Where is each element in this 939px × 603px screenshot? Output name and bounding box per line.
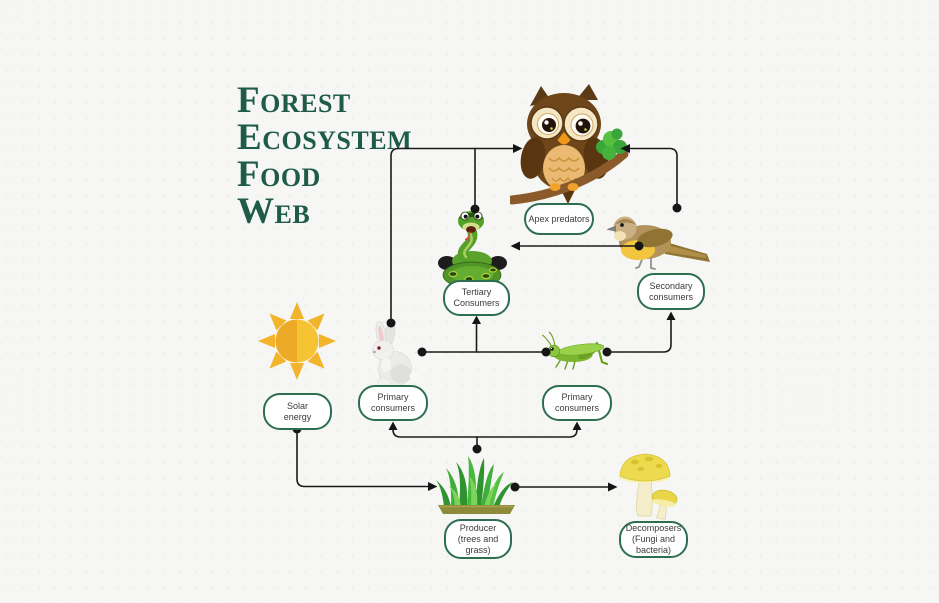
node-producer-label: Producer (trees and grass) <box>457 522 499 555</box>
node-primary-consumers-right: Primary consumers <box>542 385 612 421</box>
edge-rabbit-to-owl <box>386 144 523 328</box>
edge-solar-to-producer <box>292 424 438 491</box>
title-line-2: Ecosystem <box>237 117 413 158</box>
title-line-1: Forest <box>237 80 351 121</box>
node-tertiary-consumers-label: Tertiary Consumers <box>453 287 500 308</box>
node-primary-consumers-left: Primary consumers <box>358 385 428 421</box>
edge-snake-to-owl <box>470 147 480 214</box>
node-primary-consumers-left-label: Primary consumers <box>370 392 415 413</box>
node-apex-predators-label: Apex predators <box>528 213 590 224</box>
mushrooms-illustration <box>619 453 678 520</box>
bird-illustration <box>607 216 710 270</box>
node-secondary-consumers: Secondary consumers <box>637 273 705 310</box>
rabbit-illustration <box>372 321 419 387</box>
node-decomposers-label: Decomposers (Fungi and bacteria) <box>625 523 682 555</box>
title-line-3: Food <box>237 154 321 195</box>
node-primary-consumers-right-label: Primary consumers <box>554 392 599 413</box>
edge-bird-to-snake <box>510 241 644 251</box>
page-title: Forest Ecosystem Food Web <box>237 84 412 232</box>
edge-primaries-to-tertiary <box>417 315 551 357</box>
node-apex-predators: Apex predators <box>524 203 594 235</box>
node-solar-energy: Solar energy <box>263 393 332 430</box>
edge-grasshopper-to-secondary <box>602 311 676 357</box>
node-decomposers: Decomposers (Fungi and bacteria) <box>619 521 688 558</box>
node-solar-energy-label: Solar energy <box>283 400 312 422</box>
node-producer: Producer (trees and grass) <box>444 519 512 559</box>
node-tertiary-consumers: Tertiary Consumers <box>443 280 510 316</box>
edge-producer-to-primaries <box>388 421 582 454</box>
sun-illustration <box>258 302 336 380</box>
edge-bird-to-owl <box>620 144 682 213</box>
owl-illustration <box>510 84 629 205</box>
grass-illustration <box>436 456 515 514</box>
node-secondary-consumers-label: Secondary consumers <box>648 280 693 302</box>
grasshopper-illustration <box>542 331 609 370</box>
title-line-4: Web <box>237 191 311 232</box>
edge-producer-to-decomposers <box>510 482 618 492</box>
